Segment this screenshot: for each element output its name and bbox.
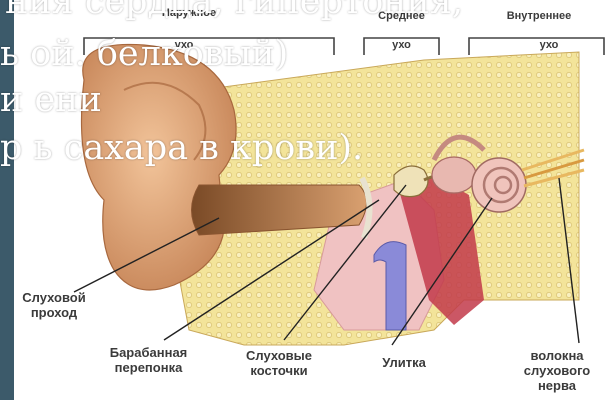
- ear-anatomy-diagram: Наружное ухо Среднее ухо Внутреннее ухо …: [14, 0, 613, 400]
- middle-ear-word: ухо: [364, 38, 439, 53]
- nerve-label-line2: слухового: [512, 363, 602, 378]
- ossicles: [394, 166, 428, 197]
- eardrum-label-line2: перепонка: [96, 360, 201, 375]
- nerve-label-line3: нерва: [512, 378, 602, 393]
- outer-ear-word: ухо: [139, 38, 229, 53]
- ear-canal-label-line1: Слуховой: [14, 290, 94, 305]
- inner-ear-word: ухо: [504, 38, 594, 53]
- middle-ear-label: Среднее: [359, 9, 444, 24]
- ossicles-label-line1: Слуховые: [229, 348, 329, 363]
- nerve-label-line1: волокна: [512, 348, 602, 363]
- outer-ear-label: Наружное: [149, 6, 229, 21]
- eardrum-label-line1: Барабанная: [96, 345, 201, 360]
- ear-canal-label-line2: проход: [14, 305, 94, 320]
- ear-canal-label: Слуховой проход: [14, 290, 94, 320]
- vestibule: [432, 157, 476, 193]
- slide-left-band: [0, 0, 14, 400]
- inner-ear-label: Внутреннее: [489, 9, 589, 24]
- ear-illustration: [14, 0, 613, 400]
- eardrum-label: Барабанная перепонка: [96, 345, 201, 375]
- ossicles-label-line2: косточки: [229, 363, 329, 378]
- ossicles-label: Слуховые косточки: [229, 348, 329, 378]
- pinna: [82, 44, 237, 290]
- cochlea-label: Улитка: [369, 355, 439, 370]
- nerve-label: волокна слухового нерва: [512, 348, 602, 393]
